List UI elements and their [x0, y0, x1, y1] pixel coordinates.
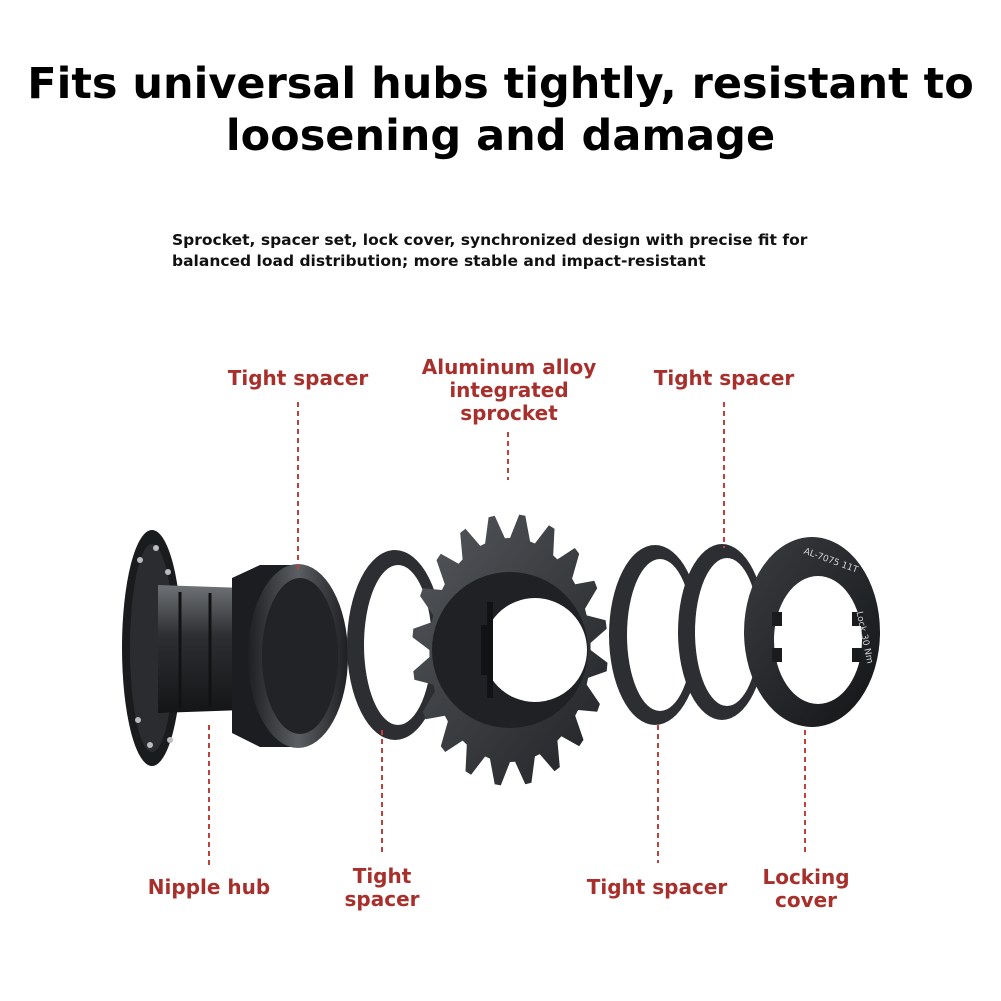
label-tight-spacer-bottom: Tight spacer — [322, 865, 442, 911]
label-tight-spacer-top-right: Tight spacer — [653, 366, 795, 390]
thin-spacer-ring-right-1 — [609, 545, 701, 725]
sprocket-bore — [483, 598, 587, 702]
sprocket — [412, 514, 608, 786]
headline: Fits universal hubs tightly, resistant t… — [0, 58, 1001, 162]
label-sprocket: Aluminum alloy integrated sprocket — [408, 356, 610, 425]
label-locking-cover-line-1: Locking — [762, 865, 850, 889]
label-tight-spacer-bottom-line-1: Tight — [352, 864, 412, 888]
thin-spacer-ring-left — [347, 550, 443, 740]
headline-line-2: loosening and damage — [225, 111, 776, 161]
label-locking-cover: Locking cover — [750, 866, 862, 912]
thin-spacer-ring-right-2 — [678, 544, 766, 720]
description-line-2: balanced load distribution; more stable … — [172, 252, 706, 270]
label-sprocket-line-1: Aluminum alloy — [421, 355, 597, 379]
label-tight-spacer-top-left: Tight spacer — [227, 366, 369, 390]
description: Sprocket, spacer set, lock cover, synchr… — [172, 230, 872, 272]
tight-spacer-band — [232, 564, 348, 748]
label-tight-spacer-bottom-line-2: spacer — [344, 887, 420, 911]
headline-line-1: Fits universal hubs tightly, resistant t… — [27, 59, 974, 109]
label-sprocket-line-3: sprocket — [460, 401, 558, 425]
label-tight-spacer-bottom-right: Tight spacer — [586, 875, 728, 899]
lock-cover: AL-7075 11T Lock 30 Nm — [744, 537, 880, 727]
label-sprocket-line-2: integrated — [449, 378, 569, 402]
label-nipple-hub: Nipple hub — [147, 875, 271, 899]
label-locking-cover-line-2: cover — [774, 888, 838, 912]
description-line-1: Sprocket, spacer set, lock cover, synchr… — [172, 231, 808, 249]
